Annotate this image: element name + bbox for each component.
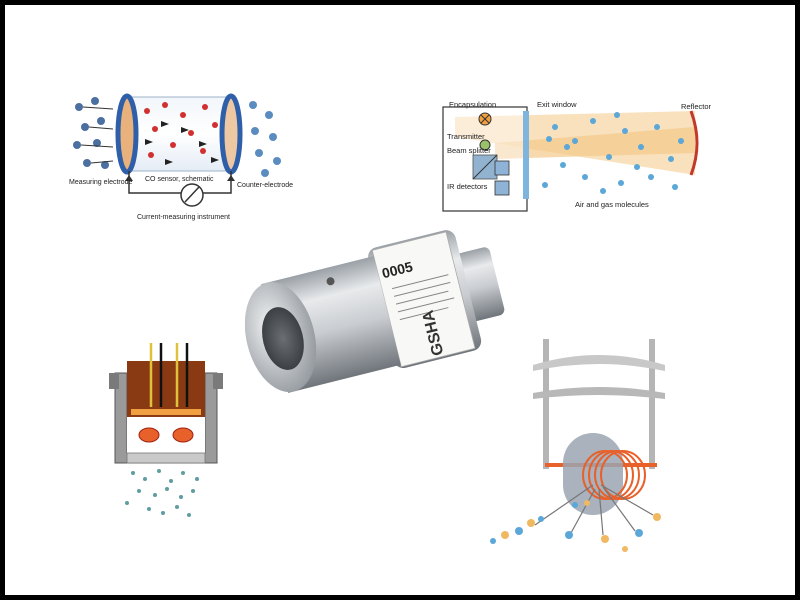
pid-sensor-diagram [490, 339, 665, 552]
lens-upper [533, 355, 665, 371]
counter-electrode [219, 93, 243, 175]
image-frame: Measuring electrode CO sensor, schematic… [5, 5, 795, 595]
sinter-filter [126, 452, 206, 464]
co-sensor-schematic-label: CO sensor, schematic [145, 176, 214, 183]
orange-plate [131, 409, 201, 415]
measuring-electrode-label: Measuring electrode [69, 179, 133, 186]
lead-wires [149, 343, 189, 407]
gas-molecules [542, 112, 684, 194]
exit-window-label: Exit window [537, 100, 577, 109]
post-right [649, 339, 655, 469]
emission-rays [534, 484, 654, 536]
thread-right [213, 373, 223, 389]
ir-detector [494, 180, 510, 196]
screw-hole [326, 277, 335, 286]
ir-detectors-label: IR detectors [447, 182, 488, 191]
post-left [543, 339, 549, 469]
reflector [689, 110, 699, 176]
ion-molecules [144, 102, 218, 158]
ionized-molecules [490, 500, 661, 552]
ir-detector [494, 160, 510, 176]
dial-icon [180, 183, 204, 207]
ion-arrows [145, 121, 219, 165]
molecule-icon [249, 101, 281, 177]
lens-lower [533, 387, 665, 399]
gas-particles [125, 469, 199, 517]
ir-return-beam [495, 127, 695, 159]
molecule-icon [73, 97, 109, 169]
transmitter [479, 139, 491, 151]
reflector-label: Reflector [681, 102, 712, 111]
encapsulation-label: Encapsulation [449, 100, 496, 109]
beam-splitter-label: Beam splitter [447, 146, 491, 155]
measuring-electrode [115, 93, 139, 175]
counter-electrode-label: Counter-electrode [237, 182, 293, 189]
ir-sensor-diagram: Encapsulation Exit window Reflector Tran… [442, 100, 712, 212]
sensor-mesh [262, 307, 304, 370]
serial-text: 0005 [380, 258, 414, 281]
exit-window [523, 111, 529, 199]
co-sensor-diagram: Measuring electrode CO sensor, schematic… [69, 93, 293, 221]
ir-lamp-icon [478, 112, 492, 126]
potting-compound [127, 361, 205, 417]
instrument-label: Current-measuring instrument [137, 214, 230, 221]
molecules-label: Air and gas molecules [575, 200, 649, 209]
catalytic-sensor-diagram [109, 343, 223, 517]
pellistor-beads [138, 427, 194, 443]
thread-left [109, 373, 119, 389]
coil-icon [582, 450, 646, 500]
transmitter-label: Transmitter [447, 132, 485, 141]
gas-sensor-product: 0005 GSHA [245, 230, 505, 393]
